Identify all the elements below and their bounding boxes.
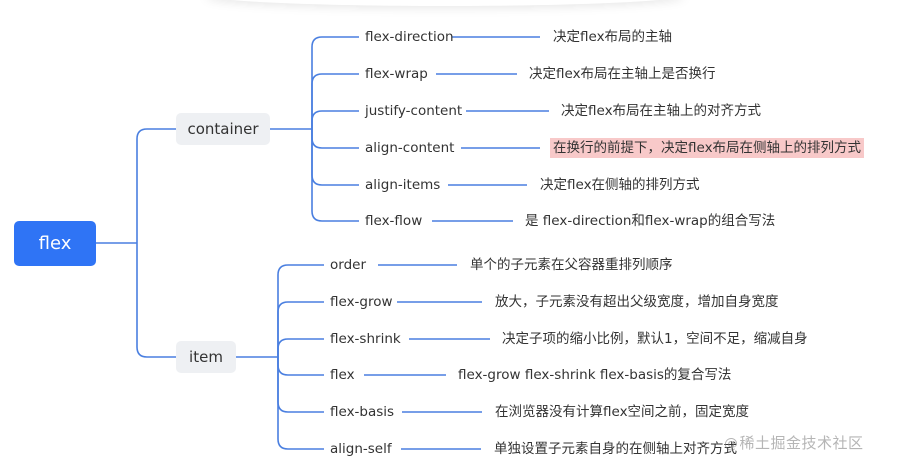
leaf-property-name[interactable]: align-items xyxy=(365,177,441,193)
leaf-property-name[interactable]: flex-grow xyxy=(330,294,393,310)
root-to-container-connector xyxy=(136,128,176,243)
branch-node-label: container xyxy=(187,120,259,138)
leaf-property-name[interactable]: flex-direction xyxy=(365,29,454,45)
branch-node-item[interactable]: item xyxy=(176,341,236,373)
leaf-property-name[interactable]: flex-flow xyxy=(365,213,423,229)
leaf-branch-connector xyxy=(277,338,324,357)
leaf-property-description[interactable]: 放大，子元素没有超出父级宽度，增加自身宽度 xyxy=(495,294,779,310)
leaf-branch-connector xyxy=(311,73,359,129)
leaf-branch-connector xyxy=(277,357,324,376)
leaf-property-description[interactable]: 单独设置子元素自身的在侧轴上对齐方式 xyxy=(494,441,737,457)
watermark-at: @ xyxy=(724,436,739,452)
leaf-property-name[interactable]: align-self xyxy=(330,441,392,457)
leaf-property-name[interactable]: flex xyxy=(330,367,355,383)
leaf-property-description[interactable]: 决定flex布局在主轴上是否换行 xyxy=(529,66,716,82)
leaf-property-name[interactable]: flex-wrap xyxy=(365,66,428,82)
watermark-text: 稀土掘金技术社区 xyxy=(739,434,864,452)
leaf-branch-connector xyxy=(277,301,324,357)
leaf-property-name[interactable]: flex-basis xyxy=(330,404,395,420)
leaf-property-description[interactable]: 单个的子元素在父容器重排列顺序 xyxy=(470,257,673,273)
leaf-branch-connector xyxy=(277,357,324,450)
watermark: @稀土掘金技术社区 xyxy=(724,432,864,453)
leaf-branch-connector xyxy=(277,357,324,413)
leaf-property-description[interactable]: 是 flex-direction和flex-wrap的组合写法 xyxy=(525,213,776,229)
branch-node-container[interactable]: container xyxy=(176,113,270,145)
leaf-property-name[interactable]: align-content xyxy=(365,140,455,156)
leaf-property-name[interactable]: order xyxy=(330,257,366,273)
leaf-branch-connector xyxy=(311,129,359,222)
leaf-branch-connector xyxy=(311,129,359,186)
branch-node-label: item xyxy=(189,348,223,366)
root-node-label: flex xyxy=(38,233,72,254)
leaf-property-description[interactable]: 决定flex在侧轴的排列方式 xyxy=(540,177,700,193)
top-shadow-decoration xyxy=(205,0,685,6)
root-node[interactable]: flex xyxy=(14,221,96,266)
leaf-property-description[interactable]: flex-grow flex-shrink flex-basis的复合写法 xyxy=(458,367,732,383)
leaf-branch-connector xyxy=(311,129,359,149)
leaf-property-name[interactable]: justify-content xyxy=(365,103,463,119)
leaf-branch-connector xyxy=(311,36,359,129)
leaf-branch-connector xyxy=(277,264,324,357)
leaf-property-description[interactable]: 在换行的前提下，决定flex布局在侧轴上的排列方式 xyxy=(550,138,865,158)
leaf-property-description[interactable]: 决定flex布局的主轴 xyxy=(553,29,673,45)
leaf-branch-connector xyxy=(311,110,359,129)
leaf-property-description[interactable]: 决定子项的缩小比例，默认1，空间不足，缩减自身 xyxy=(502,331,808,347)
leaf-property-description[interactable]: 决定flex布局在主轴上的对齐方式 xyxy=(561,103,762,119)
leaf-property-description[interactable]: 在浏览器没有计算flex空间之前，固定宽度 xyxy=(495,404,750,420)
leaf-property-name[interactable]: flex-shrink xyxy=(330,331,401,347)
root-to-item-connector xyxy=(136,243,176,358)
